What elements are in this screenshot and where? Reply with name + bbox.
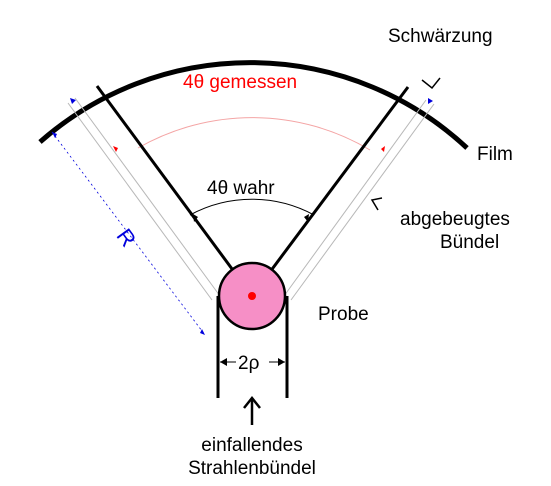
beam-arrow-right <box>304 214 309 222</box>
measured-angle-label: 4θ gemessen <box>183 72 297 93</box>
blackening-label: Schwärzung <box>388 26 493 47</box>
incident-beam-label-line2: Strahlenbündel <box>188 458 316 479</box>
film-label: Film <box>477 144 513 165</box>
red-arrow-right <box>381 146 385 152</box>
diffracted-beam-pointer-icon <box>370 197 383 211</box>
radius-arrow-bottom <box>200 329 205 335</box>
right-beam-edge-1 <box>283 99 427 297</box>
radius-dimension-line <box>51 131 206 336</box>
red-arrow-left <box>113 146 118 152</box>
sample-center <box>248 292 256 300</box>
beam-width-arrow-right <box>278 358 285 366</box>
measured-angle-arc <box>137 117 371 151</box>
left-beam-edge-1 <box>74 97 221 297</box>
beam-width-arrow-left <box>220 358 227 366</box>
film-marker-left <box>70 98 76 104</box>
radius-arrow-top <box>52 132 57 138</box>
right-diffracted-beam <box>250 86 410 297</box>
left-diffracted-beam <box>95 85 254 297</box>
left-beam-edge-2 <box>67 102 213 301</box>
film-marker-right <box>428 98 433 104</box>
true-angle-label: 4θ wahr <box>207 178 275 199</box>
sample-label: Probe <box>318 304 369 325</box>
beam-width-label: 2ρ <box>238 353 260 374</box>
radius-label: R <box>112 224 142 252</box>
film-arc <box>38 60 469 150</box>
diffracted-beam-label-line1: abgebeugtes <box>400 209 510 230</box>
true-angle-arc <box>189 198 315 216</box>
beam-arrow-left <box>193 214 198 222</box>
diffracted-beam-label-line2: Bündel <box>440 232 499 253</box>
right-beam-edge-2 <box>290 103 435 301</box>
blackening-pointer-icon <box>421 77 441 90</box>
incident-beam-label-line1: einfallendes <box>201 435 302 456</box>
incident-arrow-head <box>243 395 261 409</box>
